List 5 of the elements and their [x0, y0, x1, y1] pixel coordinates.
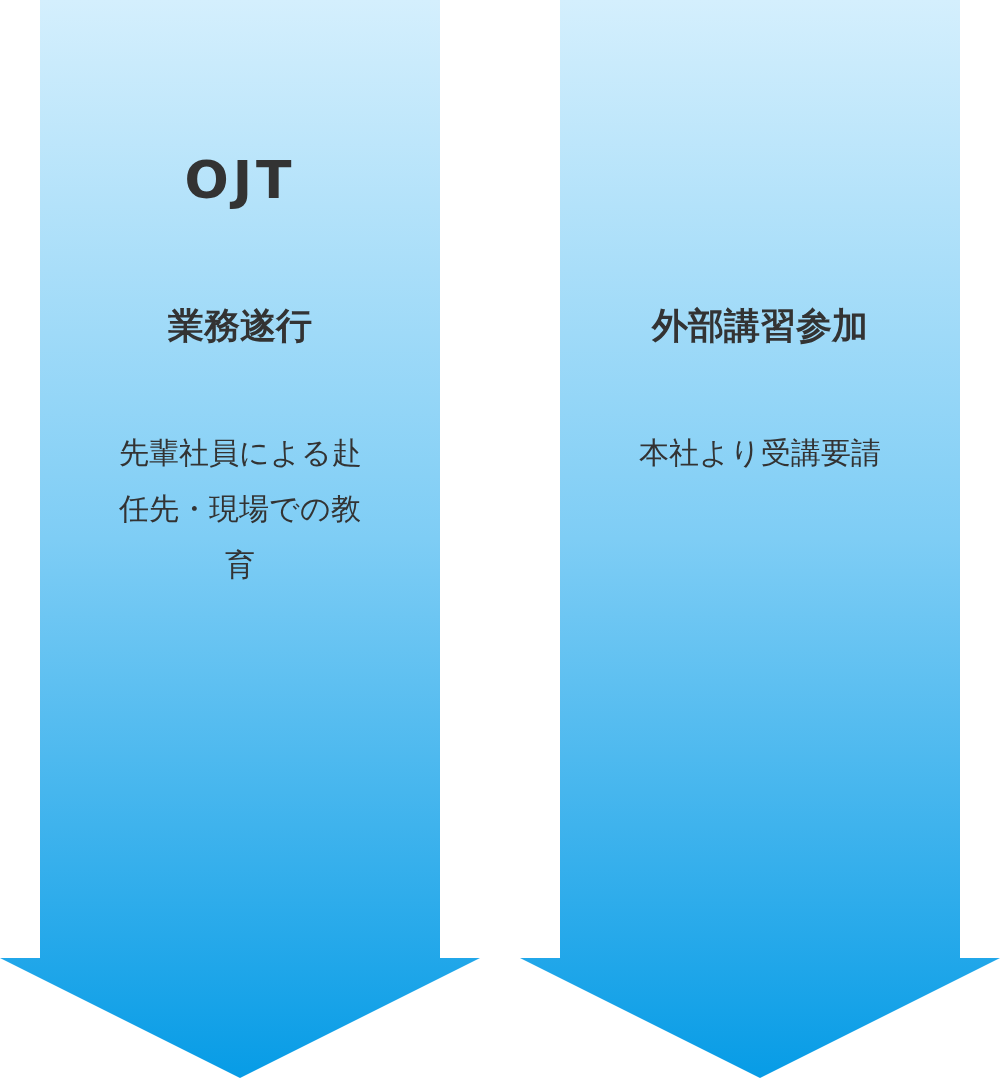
- arrow-heading: 外部講習参加: [652, 304, 868, 348]
- arrow-title: OJT: [184, 150, 296, 210]
- arrow-heading: 業務遂行: [168, 304, 312, 348]
- arrow-description: 本社より受講要請: [638, 434, 882, 472]
- arrow-description: 先輩社員による赴任先・現場での教育: [117, 434, 363, 584]
